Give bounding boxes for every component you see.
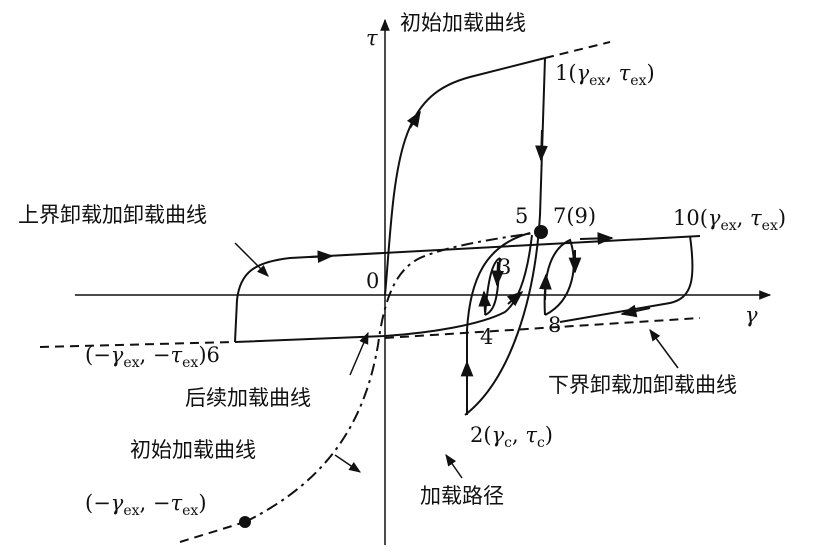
- label-part: )6: [198, 343, 220, 367]
- label-part: 10(: [673, 206, 708, 230]
- lower-boundary-curve: [559, 235, 694, 323]
- arrow-loop-8-up: [539, 273, 552, 301]
- label-point-1: 1(γex, τex): [555, 61, 655, 89]
- label-part: ex: [630, 73, 646, 89]
- label-point-3: 3: [498, 255, 511, 279]
- leader-subsequent: [349, 331, 369, 376]
- lower-dashed-line: [39, 317, 701, 348]
- upper-boundary-curve: [234, 235, 701, 343]
- y-axis-label: τ: [366, 26, 378, 50]
- label-loading-path: 加载路径: [420, 484, 504, 508]
- label-part: , −: [140, 343, 171, 367]
- label-point-4: 4: [480, 325, 493, 349]
- label-part: 4: [480, 325, 493, 349]
- point-7-marker: [534, 225, 548, 239]
- label-part: ex: [182, 503, 198, 519]
- label-part: 5: [515, 204, 528, 228]
- label-lower-curve: 下界卸载加卸载曲线: [548, 373, 737, 397]
- arrow-loop-3: [491, 261, 505, 287]
- label-part: γ: [577, 61, 590, 85]
- arrow-loop-4: [478, 290, 492, 313]
- label-point-2: 2(γc, τc): [470, 423, 553, 451]
- label-part: ex: [762, 218, 778, 234]
- arrow-initial: [406, 110, 421, 129]
- label-part: γ: [111, 491, 124, 515]
- label-part: ,: [512, 423, 525, 447]
- label-point-6: (−γex, −τex)6: [85, 343, 220, 371]
- label-part: ex: [589, 73, 605, 89]
- label-part: 3: [498, 255, 511, 279]
- label-subsequent-curve: 后续加载曲线: [185, 386, 311, 410]
- label-part: ex: [123, 355, 139, 371]
- x-axis-label: γ: [745, 303, 758, 327]
- label-part: , −: [140, 491, 171, 515]
- label-part: 7(9): [553, 204, 596, 228]
- label-part: 1(: [555, 61, 577, 85]
- origin-label: 0: [366, 269, 379, 293]
- initial-loading-curve-lower: [179, 521, 246, 543]
- label-part: ,: [605, 61, 618, 85]
- label-part: γ: [708, 206, 721, 230]
- label-part: ): [646, 61, 654, 85]
- arrow-lower: [620, 304, 651, 318]
- label-point-5: 5: [515, 204, 528, 228]
- label-upper-curve: 上界卸载加卸载曲线: [18, 203, 207, 227]
- label-part: ex: [123, 503, 139, 519]
- initial-loading-curve-extension: [544, 41, 611, 59]
- label-point-10: 10(γex, τex): [673, 206, 786, 234]
- label-part: c: [537, 435, 545, 451]
- point-neg-ex-marker: [239, 516, 251, 528]
- label-point-8: 8: [548, 313, 561, 337]
- arrow-upper-1: [309, 250, 334, 264]
- label-part: ): [198, 491, 206, 515]
- label-part: (−: [85, 343, 111, 367]
- initial-loading-curve: [384, 57, 546, 296]
- label-point-neg-ex: (−γex, −τex): [85, 491, 207, 519]
- label-part: τ: [171, 343, 183, 367]
- label-part: γ: [492, 423, 505, 447]
- leader-path: [445, 454, 463, 479]
- arrow-upper-2: [579, 232, 614, 245]
- label-initial-lower-curve: 初始加载曲线: [130, 438, 256, 462]
- title-initial-loading: 初始加载曲线: [400, 11, 526, 35]
- label-part: τ: [171, 491, 183, 515]
- label-part: τ: [619, 61, 631, 85]
- leader-lower: [649, 329, 679, 369]
- label-part: ,: [737, 206, 750, 230]
- leader-upper: [234, 242, 269, 277]
- label-part: ex: [182, 355, 198, 371]
- label-part: τ: [750, 206, 762, 230]
- arrow-loop-4b: [506, 290, 524, 307]
- leader-initial-lower: [334, 454, 361, 473]
- label-part: τ: [525, 423, 537, 447]
- label-part: ex: [720, 218, 736, 234]
- label-part: c: [504, 435, 512, 451]
- label-part: ): [545, 423, 553, 447]
- label-part: (−: [85, 491, 111, 515]
- inner-loop-7-8: [543, 238, 575, 316]
- label-part: 8: [548, 313, 561, 337]
- arrow-down-1: [535, 129, 548, 162]
- label-part: γ: [111, 343, 124, 367]
- label-point-7-9: 7(9): [553, 204, 596, 228]
- subsequent-loading-curve: [244, 231, 542, 523]
- label-part: ): [778, 206, 786, 230]
- label-part: 2(: [470, 423, 492, 447]
- lower-boundary-left: [234, 234, 533, 343]
